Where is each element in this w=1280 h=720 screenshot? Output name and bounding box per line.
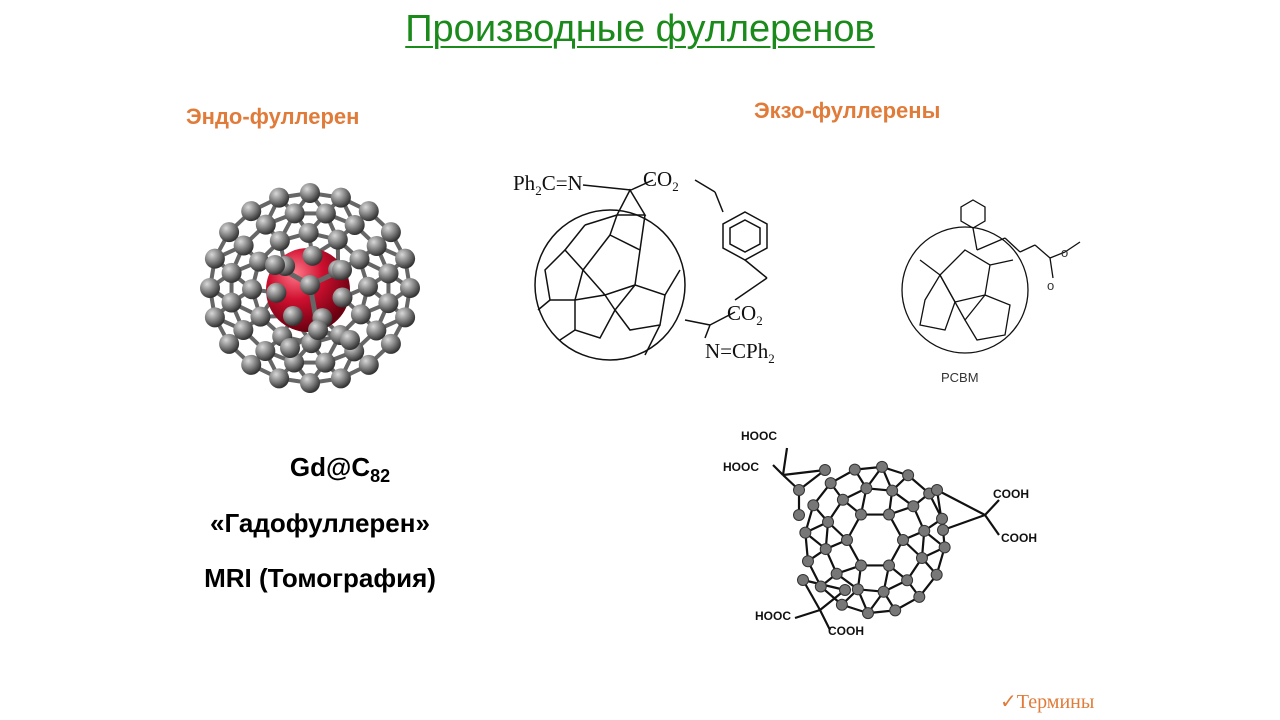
check-icon: ✓ [1000,691,1017,713]
formula-gd-c82: Gd@C82 [289,452,391,487]
svg-text:CO2: CO2 [643,167,679,194]
svg-text:N=CPh2: N=CPh2 [705,339,775,366]
terms-label: Термины [1016,691,1095,713]
svg-text:PCBM: PCBM [941,370,979,385]
svg-text:COOH: COOH [1001,531,1037,545]
endo-fullerene-heading: Эндо-фуллерен [186,104,360,129]
bis-adduct-structure: Ph2C=N CO2 CO2 N=CPh2 [513,167,775,366]
svg-text:HOOC: HOOC [723,460,759,474]
svg-text:HOOC: HOOC [755,609,791,623]
slide-title: Производные фуллеренов [405,8,875,50]
svg-text:COOH: COOH [828,624,864,638]
pcbm-structure: o o PCBM [901,199,1081,385]
terms-link[interactable]: ✓Термины [1000,689,1094,714]
svg-text:o: o [1061,245,1068,260]
exo-fullerenes-heading: Экзо-фуллерены [754,98,941,123]
carboxy-fullerene-structure: HOOC HOOC COOH COOH HOOC COOH [723,429,1037,638]
gadofullerene-caption: «Гадофуллерен» [210,508,430,538]
svg-text:o: o [1047,278,1054,293]
mri-usage-caption: MRI (Томография) [204,563,436,593]
gd-c82-model-image [200,183,420,393]
svg-text:CO2: CO2 [727,301,763,328]
svg-text:HOOC: HOOC [741,429,777,443]
svg-text:Ph2C=N: Ph2C=N [513,171,583,198]
svg-text:COOH: COOH [993,487,1029,501]
